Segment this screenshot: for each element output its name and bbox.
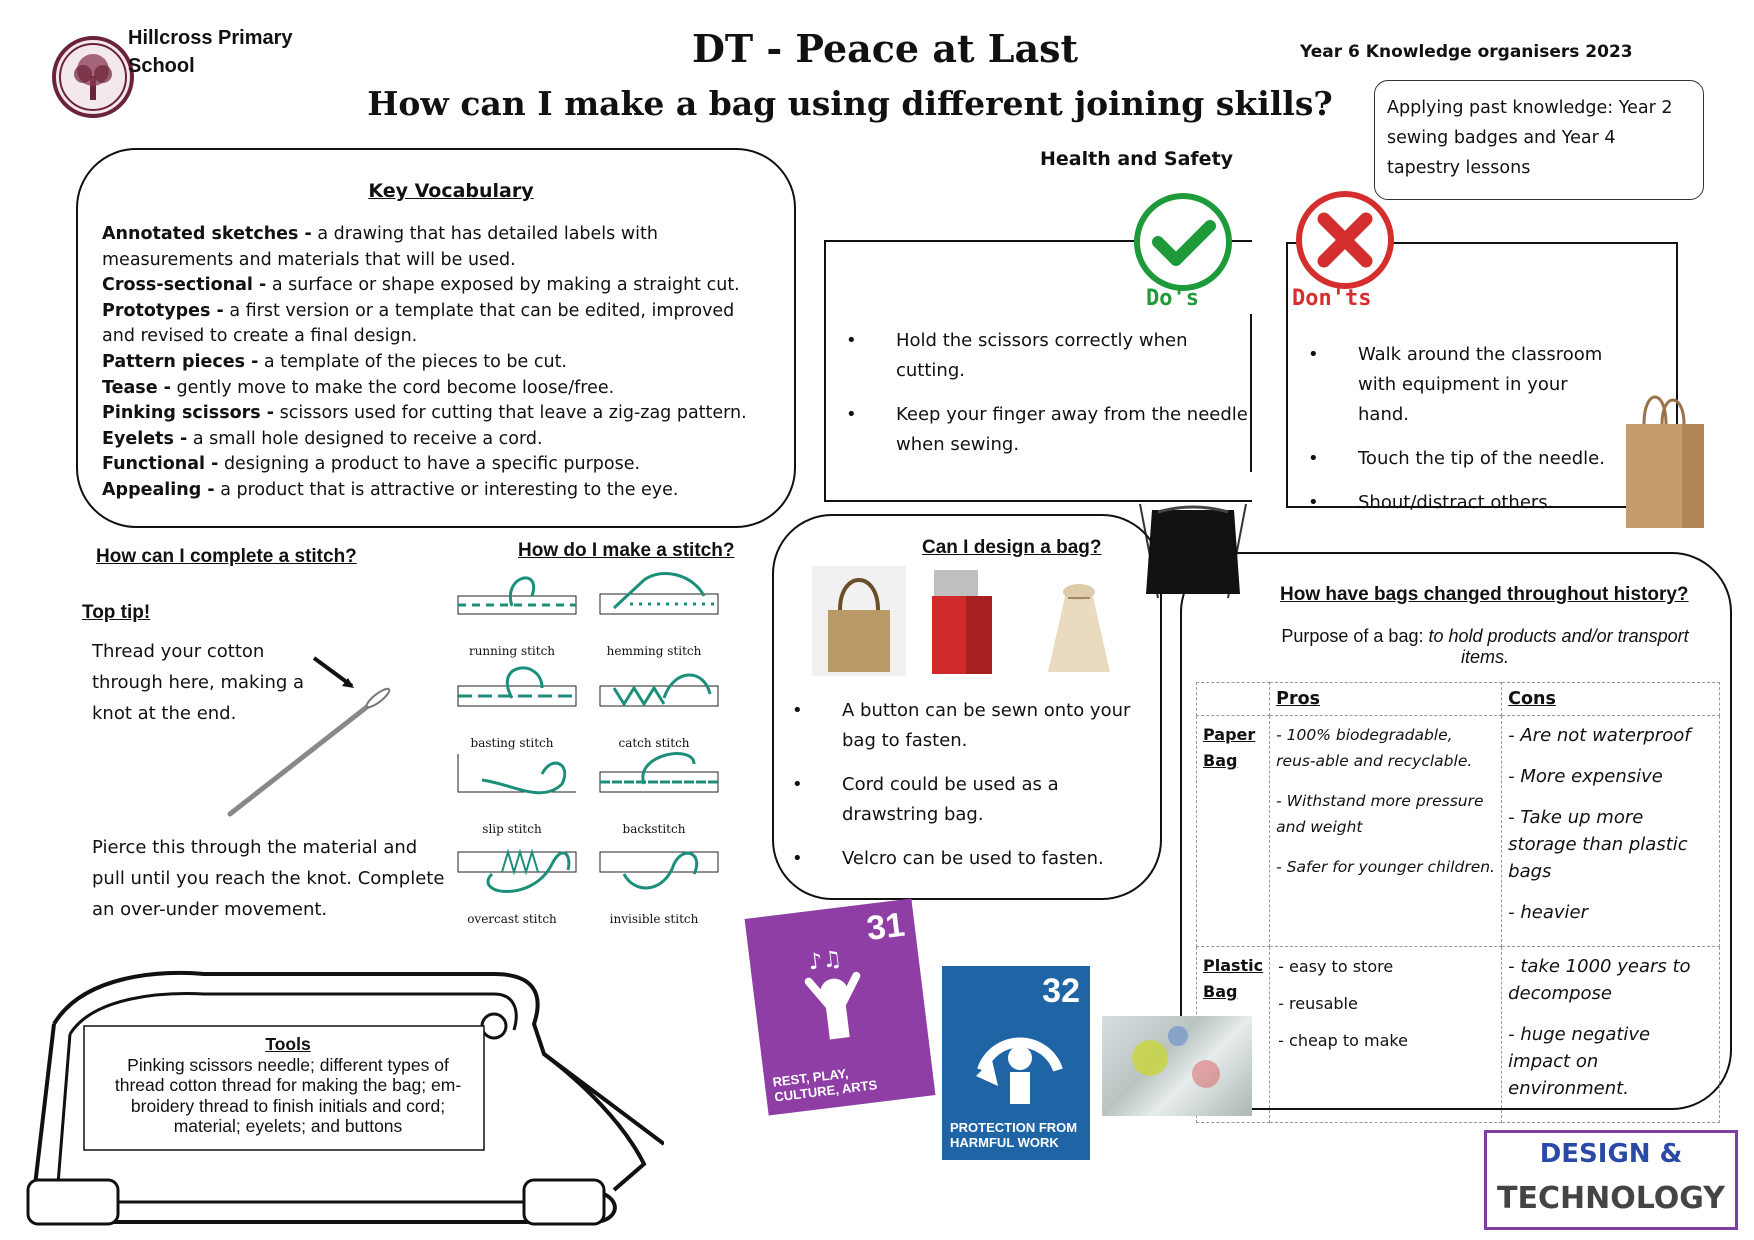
vocab-item: Eyelets - a small hole designed to recei… <box>102 428 543 449</box>
row-label: Paper Bag <box>1195 715 1271 947</box>
donts-item: Touch the tip of the needle. <box>1288 444 1606 474</box>
rights-badge-32: 32 PROTECTION FROM HARMFUL WORK <box>942 966 1090 1160</box>
donts-box: Walk around the classroom with equipment… <box>1286 242 1678 518</box>
pros-cons-table: Pros Cons Paper Bag - 100% biodegradable… <box>1195 682 1720 1123</box>
design-technology-logo: DESIGN & TECHNOLOGY <box>1484 1130 1738 1230</box>
complete-stitch-heading: How can I complete a stitch? <box>96 546 357 567</box>
protection-icon <box>976 1037 1063 1104</box>
donts-list: Walk around the classroom with equipment… <box>1288 340 1676 518</box>
stitch-diagram: overcast stitch <box>452 834 592 926</box>
health-safety-heading: Health and Safety <box>1040 148 1234 170</box>
dos-item: Keep your finger away from the needle wh… <box>826 400 1252 460</box>
dos-box: Hold the scissors correctly when cutting… <box>824 240 1252 502</box>
hacksaw-illustration <box>24 934 666 1238</box>
stitch-diagram: running stitch <box>452 566 592 658</box>
tip-text: Pierce this through the material and pul… <box>92 837 445 920</box>
design-points: A button can be sewn onto your bag to fa… <box>772 696 1152 888</box>
design-point: A button can be sewn onto your bag to fa… <box>772 696 1152 756</box>
dos-list: Hold the scissors correctly when cutting… <box>826 326 1252 460</box>
top-tip-heading: Top tip! <box>82 602 151 623</box>
divider <box>1250 314 1252 472</box>
tip-text: Thread your cotton through here, making … <box>92 641 305 724</box>
design-point: Velcro can be used to fasten. <box>772 844 1152 874</box>
cons-header: Cons <box>1501 682 1720 716</box>
pros-header: Pros <box>1269 682 1503 716</box>
design-point: Cord could be used as a drawstring bag. <box>772 770 1152 830</box>
vocab-item: Annotated sketches - a drawing that has … <box>102 224 658 270</box>
history-heading: How have bags changed throughout history… <box>1280 584 1689 605</box>
donts-item: Walk around the classroom with equipment… <box>1288 340 1606 430</box>
cross-icon <box>1280 188 1410 316</box>
page-subtitle: How can I make a bag using different joi… <box>367 84 1333 123</box>
play-icon: ♪♫ <box>804 947 861 1040</box>
svg-text:♪♫: ♪♫ <box>807 947 844 976</box>
tools-box: Tools Pinking scissors needle; different… <box>100 1034 476 1137</box>
year-label: Year 6 Knowledge organisers 2023 <box>1300 42 1633 62</box>
bag-purpose: Purpose of a bag: to hold products and/o… <box>1281 626 1689 667</box>
prior-knowledge-box: Applying past knowledge: Year 2 sewing b… <box>1374 80 1704 200</box>
school-logo <box>52 36 134 118</box>
stitch-diagram: hemming stitch <box>594 566 734 658</box>
stitch-diagram: backstitch <box>594 744 734 836</box>
table-row: Plastic Bag - easy to store - reusable -… <box>1195 946 1720 1123</box>
stitch-diagram: catch stitch <box>594 658 734 750</box>
vocab-item: Functional - designing a product to have… <box>102 454 641 475</box>
cooler-bag-image <box>926 566 998 682</box>
stitch-diagram: invisible stitch <box>594 834 734 926</box>
vocabulary-list: Annotated sketches - a drawing that has … <box>102 222 770 504</box>
vocab-item: Pinking scissors - scissors used for cut… <box>102 403 747 424</box>
vocab-item: Pattern pieces - a template of the piece… <box>102 351 567 372</box>
vocab-item: Appealing - a product that is attractive… <box>102 479 679 500</box>
stitch-diagram: basting stitch <box>452 658 592 750</box>
donts-item: Shout/distract others. <box>1288 488 1606 518</box>
table-row: Pros Cons <box>1195 682 1720 716</box>
cloth-bag-image <box>1040 572 1118 686</box>
tools-heading: Tools <box>265 1034 311 1054</box>
vocabulary-heading: Key Vocabulary <box>368 180 534 202</box>
tote-bag-image <box>812 566 906 680</box>
vocab-item: Tease - gently move to make the cord bec… <box>102 377 615 398</box>
needle-illustration <box>220 650 400 824</box>
school-name: Hillcross Primary School <box>128 27 293 77</box>
donts-label: Don'ts <box>1292 286 1372 311</box>
vocabulary-box: Key Vocabulary Annotated sketches - a dr… <box>76 148 796 528</box>
make-stitch-heading: How do I make a stitch? <box>518 540 735 561</box>
paper-bag-image <box>1622 384 1708 536</box>
dos-label: Do's <box>1146 286 1199 311</box>
table-row: Paper Bag - 100% biodegradable, reus-abl… <box>1195 715 1720 947</box>
stitch-diagram: slip stitch <box>452 744 592 836</box>
plastic-bags-image <box>1102 1016 1252 1116</box>
stitch-types-grid: running stitch hemming stitch basting st… <box>450 566 740 946</box>
design-heading: Can I design a bag? <box>922 537 1102 558</box>
vocab-item: Prototypes - a first version or a templa… <box>102 300 735 347</box>
page-title: DT - Peace at Last <box>691 26 1079 71</box>
vocab-item: Cross-sectional - a surface or shape exp… <box>102 275 740 296</box>
rights-badge-31: 31 ♪♫ REST, PLAY, CULTURE, ARTS <box>744 898 936 1116</box>
tools-text: Pinking scissors needle; different types… <box>114 1054 462 1137</box>
dos-item: Hold the scissors correctly when cutting… <box>826 326 1252 386</box>
check-icon <box>1120 190 1246 316</box>
